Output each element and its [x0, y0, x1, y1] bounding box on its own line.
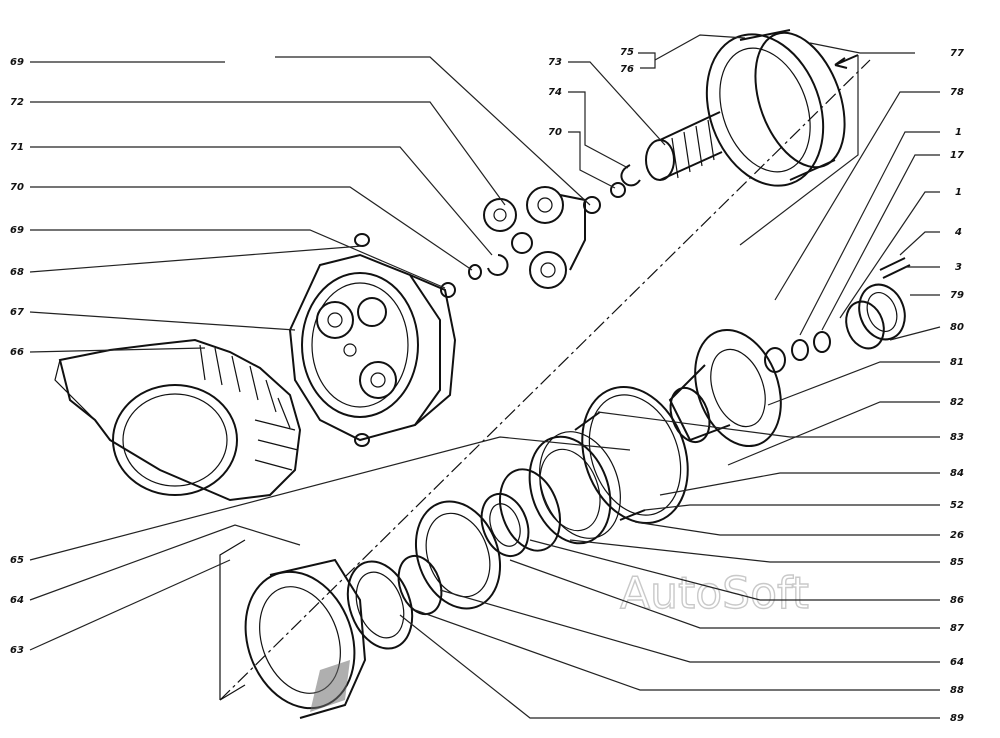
label-1-lower: 1	[955, 187, 962, 198]
planetary-housing-part-67	[288, 253, 457, 442]
label-72: 72	[10, 97, 24, 108]
bearing-part-64	[397, 500, 502, 616]
pin-part-4-3	[879, 257, 911, 279]
label-69-left: 69	[10, 225, 24, 236]
ring-gear-part-77	[705, 29, 846, 187]
label-69-top: 69	[10, 57, 24, 68]
leader-lines	[29, 34, 941, 719]
seal-ring-part-80	[845, 300, 885, 350]
label-64-right: 64	[950, 657, 964, 668]
housing-part-63	[244, 558, 367, 719]
label-17: 17	[950, 150, 964, 161]
hydraulic-motor-part-66	[54, 338, 302, 502]
label-52: 52	[950, 500, 964, 511]
label-79: 79	[950, 290, 964, 301]
planet-carrier-part-72	[483, 186, 586, 289]
label-76: 76	[620, 64, 634, 75]
brake-band-part-82	[574, 386, 689, 524]
label-67: 67	[10, 307, 24, 318]
plug-part-68	[354, 233, 370, 447]
label-81: 81	[950, 357, 964, 368]
friction-discs-part-85-86	[499, 431, 621, 552]
callout-labels: 69 72 71 70 69 68 67 66 65 64 63 73 74 7…	[10, 47, 964, 724]
label-63: 63	[10, 645, 24, 656]
label-77: 77	[950, 48, 964, 59]
label-80: 80	[950, 322, 964, 333]
label-88: 88	[950, 685, 964, 696]
label-64-left: 64	[10, 595, 24, 606]
bearing-part-87	[480, 493, 530, 557]
spring-part-74	[620, 164, 641, 187]
label-4: 4	[954, 227, 962, 238]
label-74: 74	[548, 87, 562, 98]
hub-part-81	[668, 328, 782, 448]
label-70-left: 70	[10, 182, 24, 193]
center-axis-line	[219, 59, 871, 701]
arrow-icon	[834, 54, 859, 69]
label-26: 26	[950, 530, 964, 541]
nut-part-70-upper	[610, 182, 626, 198]
label-84: 84	[950, 468, 964, 479]
label-3: 3	[955, 262, 962, 273]
label-89: 89	[950, 713, 964, 724]
label-78: 78	[950, 87, 964, 98]
bearing-part-88	[346, 560, 414, 650]
label-85: 85	[950, 557, 964, 568]
label-65: 65	[10, 555, 24, 566]
watermark: AutoSoft	[620, 568, 809, 619]
label-66: 66	[10, 347, 24, 358]
nut-part-69-upper	[583, 196, 601, 214]
label-70-top: 70	[548, 127, 562, 138]
seal-parts-78-1-17	[764, 331, 831, 373]
label-73: 73	[548, 57, 562, 68]
snap-ring-part-71	[487, 254, 509, 276]
label-1-upper: 1	[955, 127, 962, 138]
label-86: 86	[950, 595, 964, 606]
nut-parts-69-70	[440, 264, 482, 298]
label-71: 71	[10, 142, 24, 153]
bearing-part-79	[858, 283, 906, 341]
label-75: 75	[620, 47, 634, 58]
label-82: 82	[950, 397, 964, 408]
axis-bracket-foot	[219, 684, 246, 701]
axis-bracket-lower	[219, 539, 246, 700]
label-83: 83	[950, 432, 964, 443]
label-87: 87	[950, 623, 964, 634]
label-68: 68	[10, 267, 24, 278]
